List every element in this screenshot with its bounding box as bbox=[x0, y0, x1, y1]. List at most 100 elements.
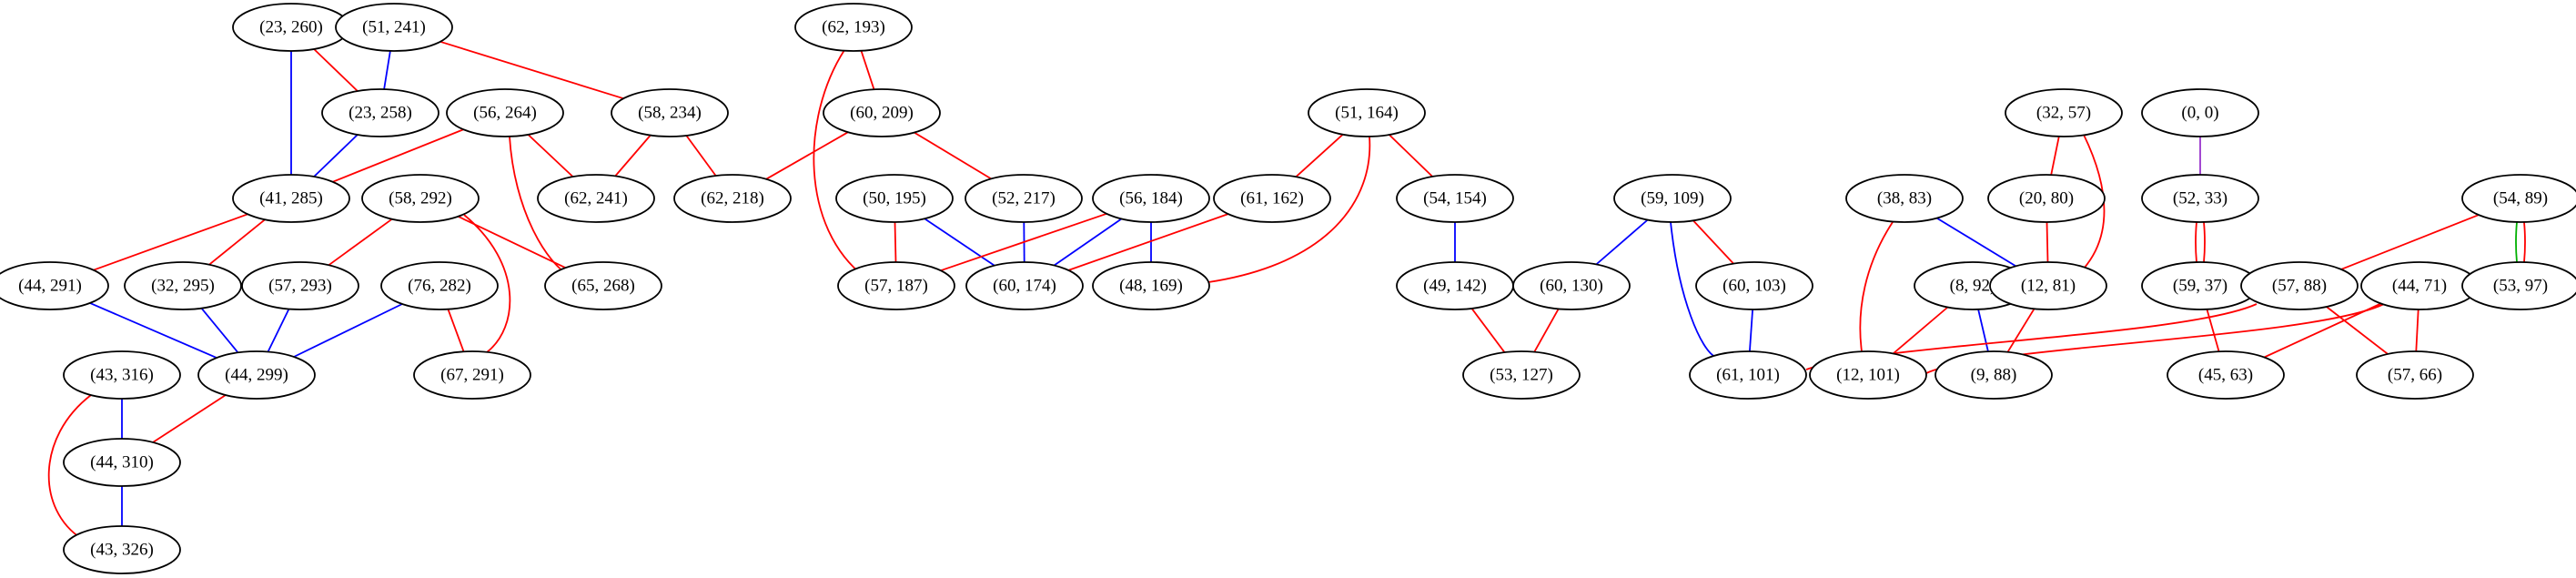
edge-32_295-to-44_299 bbox=[200, 308, 239, 353]
graph-node: (59, 37) bbox=[2141, 261, 2259, 310]
graph-node: (53, 97) bbox=[2461, 261, 2576, 310]
edge-56_264-to-62_241 bbox=[527, 134, 574, 177]
node-label: (44, 310) bbox=[90, 453, 154, 472]
edge-60_209-to-62_218 bbox=[765, 131, 849, 180]
node-ellipse bbox=[2240, 261, 2359, 310]
graph-node: (51, 164) bbox=[1308, 88, 1426, 137]
edge-50_195-to-60_174 bbox=[924, 218, 995, 267]
node-ellipse bbox=[124, 261, 242, 310]
node-label: (54, 154) bbox=[1423, 189, 1487, 208]
node-label: (56, 264) bbox=[473, 104, 537, 123]
node-ellipse bbox=[965, 261, 1084, 310]
edge-44_71-to-45_63 bbox=[2264, 302, 2381, 359]
node-label: (23, 260) bbox=[259, 18, 323, 37]
node-ellipse bbox=[1935, 350, 2053, 400]
node-label: (60, 130) bbox=[1540, 277, 1603, 296]
node-label: (53, 97) bbox=[2493, 277, 2548, 296]
node-label: (59, 37) bbox=[2173, 277, 2227, 296]
node-label: (44, 299) bbox=[225, 366, 288, 385]
edge-54_89-to-53_97-a bbox=[2515, 221, 2518, 263]
node-ellipse bbox=[232, 174, 350, 223]
edge-41_285-to-44_291 bbox=[93, 213, 248, 271]
node-ellipse bbox=[1396, 174, 1514, 223]
graph-node: (67, 291) bbox=[413, 350, 531, 400]
node-label: (61, 101) bbox=[1716, 366, 1780, 385]
graph-node: (52, 33) bbox=[2141, 174, 2259, 223]
edge-59_109-to-60_103 bbox=[1692, 219, 1734, 265]
node-ellipse bbox=[837, 261, 955, 310]
edge-76_282-to-67_291 bbox=[447, 309, 465, 352]
edge-23_260-to-23_258 bbox=[313, 48, 359, 92]
graph-node: (20, 80) bbox=[1987, 174, 2106, 223]
graph-node: (62, 193) bbox=[794, 3, 913, 52]
node-ellipse bbox=[1092, 261, 1210, 310]
edge-20_80-to-12_81 bbox=[2046, 221, 2049, 263]
node-label: (67, 291) bbox=[440, 366, 504, 385]
node-ellipse bbox=[1462, 350, 1581, 400]
edge-51_241-to-23_258 bbox=[383, 50, 391, 90]
graph-node: (60, 103) bbox=[1695, 261, 1813, 310]
node-label: (58, 234) bbox=[638, 104, 702, 123]
graph-node: (12, 81) bbox=[1989, 261, 2107, 310]
node-label: (49, 142) bbox=[1423, 277, 1487, 296]
node-label: (53, 127) bbox=[1490, 366, 1553, 385]
edge-61_162-to-60_174 bbox=[1068, 213, 1228, 271]
graph-node: (49, 142) bbox=[1396, 261, 1514, 310]
node-label: (51, 241) bbox=[362, 18, 426, 37]
node-label: (62, 241) bbox=[564, 189, 628, 208]
edge-38_83-to-12_81 bbox=[1936, 217, 2016, 268]
node-label: (50, 195) bbox=[863, 189, 926, 208]
edge-52_33-to-59_37-b bbox=[2203, 221, 2206, 263]
node-ellipse bbox=[361, 174, 480, 223]
node-ellipse bbox=[1845, 174, 1964, 223]
node-label: (8, 92) bbox=[1950, 277, 1996, 296]
graph-node: (23, 260) bbox=[232, 3, 350, 52]
node-ellipse bbox=[965, 174, 1083, 223]
edge-58_292-to-67_291 bbox=[463, 214, 511, 353]
edge-51_164-to-48_169 bbox=[1207, 136, 1371, 283]
graph-node: (61, 101) bbox=[1689, 350, 1807, 400]
edge-56_184-to-57_187 bbox=[940, 212, 1107, 272]
node-label: (59, 109) bbox=[1641, 189, 1704, 208]
node-label: (48, 169) bbox=[1119, 277, 1183, 296]
node-ellipse bbox=[197, 350, 316, 400]
graph-node: (52, 217) bbox=[965, 174, 1083, 223]
graph-node: (60, 174) bbox=[965, 261, 1084, 310]
edge-76_282-to-44_299 bbox=[293, 303, 403, 358]
node-ellipse bbox=[321, 88, 439, 137]
graph-node: (50, 195) bbox=[835, 174, 954, 223]
graph-node: (62, 218) bbox=[673, 174, 792, 223]
edge-12_81-to-9_88 bbox=[2006, 308, 2036, 353]
edge-32_57-to-12_81 bbox=[2083, 134, 2106, 269]
node-label: (60, 174) bbox=[993, 277, 1056, 296]
edge-44_291-to-44_299 bbox=[89, 302, 217, 359]
node-label: (32, 57) bbox=[2036, 104, 2091, 123]
node-ellipse bbox=[544, 261, 662, 310]
node-ellipse bbox=[2461, 261, 2576, 310]
node-ellipse bbox=[446, 88, 564, 137]
node-ellipse bbox=[2167, 350, 2285, 400]
edge-38_83-to-12_101 bbox=[1859, 221, 1894, 352]
graph-node: (57, 88) bbox=[2240, 261, 2359, 310]
edge-52_33-to-59_37-a bbox=[2195, 221, 2197, 263]
node-ellipse bbox=[63, 350, 181, 400]
node-ellipse bbox=[835, 174, 954, 223]
graph-node: (53, 127) bbox=[1462, 350, 1581, 400]
node-ellipse bbox=[1987, 174, 2106, 223]
edge-44_71-to-57_66 bbox=[2415, 309, 2419, 352]
graph-node: (48, 169) bbox=[1092, 261, 1210, 310]
edge-56_184-to-60_174 bbox=[1053, 218, 1123, 267]
node-label: (38, 83) bbox=[1877, 189, 1932, 208]
graph-node: (44, 71) bbox=[2360, 261, 2479, 310]
graph-node: (57, 293) bbox=[241, 261, 359, 310]
node-label: (62, 193) bbox=[822, 18, 885, 37]
node-ellipse bbox=[1308, 88, 1426, 137]
node-label: (52, 33) bbox=[2173, 189, 2227, 208]
node-label: (51, 164) bbox=[1335, 104, 1399, 123]
graph-node: (9, 88) bbox=[1935, 350, 2053, 400]
node-label: (45, 63) bbox=[2198, 366, 2253, 385]
graph-node: (41, 285) bbox=[232, 174, 350, 223]
node-ellipse bbox=[794, 3, 913, 52]
graph-node: (43, 326) bbox=[63, 525, 181, 574]
node-label: (12, 101) bbox=[1836, 366, 1900, 385]
